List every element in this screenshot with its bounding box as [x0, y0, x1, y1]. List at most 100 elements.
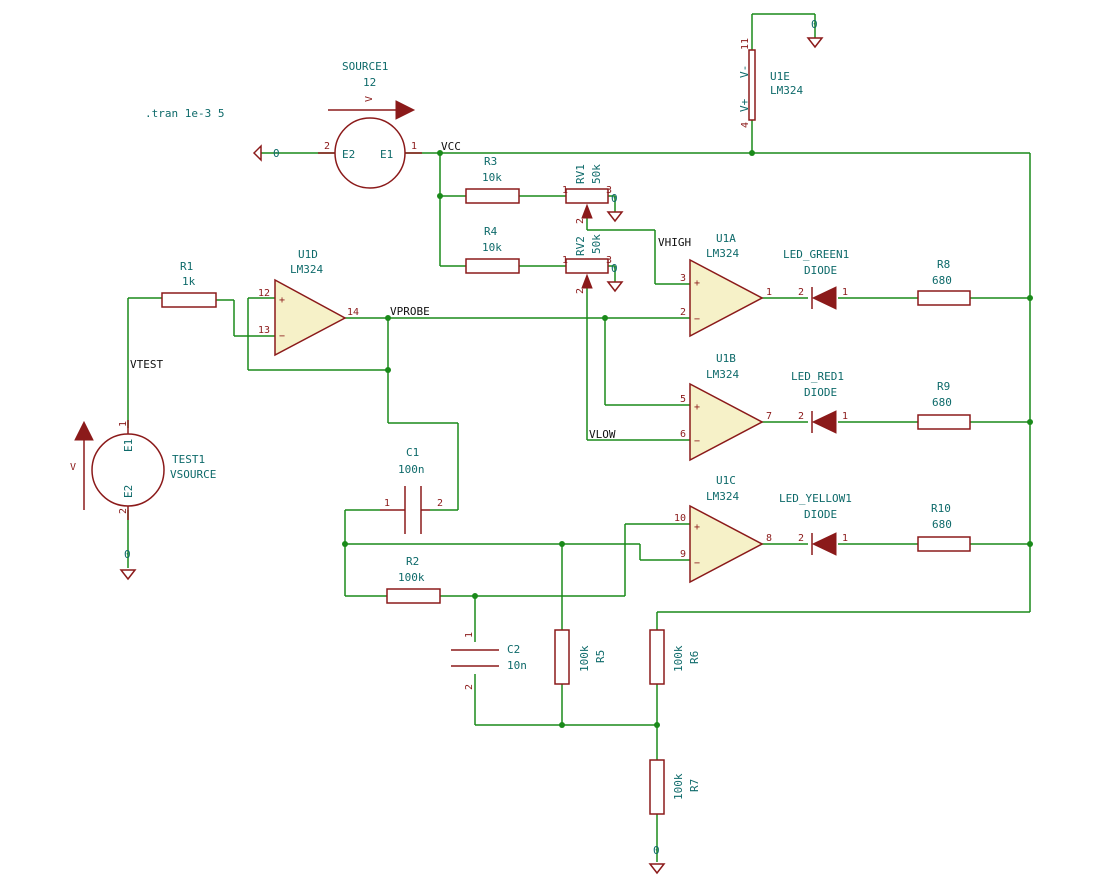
ground-label: 0: [273, 147, 280, 160]
u1e-power[interactable]: V+ V- 4 11 U1E LM324: [738, 38, 803, 128]
r7-ref: R7: [688, 779, 701, 792]
ground-test1: 0: [119, 548, 137, 581]
svg-text:6: 6: [680, 429, 686, 440]
svg-text:2: 2: [575, 218, 586, 224]
ground-label: 0: [611, 192, 618, 205]
svg-text:5: 5: [680, 394, 686, 405]
tran-directive: .tran 1e-3 5: [145, 107, 224, 120]
resistor-r1[interactable]: R1 1k: [161, 260, 217, 308]
source1-value: 12: [363, 76, 376, 89]
svg-text:7: 7: [766, 411, 772, 422]
resistor-r9[interactable]: R9 680: [917, 380, 971, 430]
r3-ref: R3: [484, 155, 497, 168]
svg-text:2: 2: [575, 288, 586, 294]
r3-value: 10k: [482, 171, 502, 184]
diode-icon: [811, 532, 837, 556]
svg-text:1: 1: [562, 255, 568, 266]
r8-value: 680: [932, 274, 952, 287]
diode-icon: [811, 286, 837, 310]
svg-text:2: 2: [118, 508, 129, 514]
led-yellow-value: DIODE: [804, 508, 837, 521]
svg-text:V: V: [364, 96, 375, 102]
svg-text:2: 2: [798, 411, 804, 422]
svg-text:−: −: [694, 558, 700, 569]
led-yellow[interactable]: 2 1 LED_YELLOW1 DIODE: [779, 492, 852, 556]
net-label-vhigh: VHIGH: [658, 236, 691, 249]
resistor-r8[interactable]: R8 680: [917, 258, 971, 306]
r9-value: 680: [932, 396, 952, 409]
svg-text:2: 2: [437, 498, 443, 509]
led-yellow-ref: LED_YELLOW1: [779, 492, 852, 505]
ground-label: 0: [124, 548, 131, 561]
r10-ref: R10: [931, 502, 951, 515]
svg-text:+: +: [694, 402, 700, 413]
u1b-ref: U1B: [716, 352, 736, 365]
svg-text:1: 1: [411, 141, 417, 152]
source1-arrow-icon: [395, 100, 416, 120]
u1e-vminus-label: V-: [738, 65, 751, 78]
ground-r7: 0: [648, 844, 666, 875]
capacitor-c1[interactable]: 1 2 C1 100n: [380, 446, 443, 534]
r5-value: 100k: [578, 645, 591, 672]
opamp-u1b[interactable]: + − 5 6 7 U1B LM324: [680, 352, 772, 462]
opamp-u1d[interactable]: + − 12 13 14 U1D LM324: [258, 248, 359, 357]
resistor-r3[interactable]: R3 10k: [465, 155, 520, 204]
led-red[interactable]: 2 1 LED_RED1 DIODE: [791, 370, 848, 434]
resistor-r7[interactable]: 100k R7: [649, 759, 701, 815]
c2-ref: C2: [507, 643, 520, 656]
u1a-ref: U1A: [716, 232, 736, 245]
svg-text:4: 4: [740, 122, 751, 128]
u1b-value: LM324: [706, 368, 739, 381]
opamp-u1c[interactable]: + − 10 9 8 U1C LM324: [674, 474, 772, 584]
u1d-value: LM324: [290, 263, 323, 276]
resistor-r2[interactable]: R2 100k: [386, 555, 441, 604]
ground-source1: 0: [252, 144, 280, 162]
ground-u1e: 0: [806, 18, 824, 49]
diode-icon: [811, 410, 837, 434]
c1-value: 100n: [398, 463, 425, 476]
led-green[interactable]: 2 1 LED_GREEN1 DIODE: [783, 248, 849, 310]
net-label-vlow: VLOW: [589, 428, 616, 441]
test1-ref: TEST1: [172, 453, 205, 466]
r4-value: 10k: [482, 241, 502, 254]
resistor-r10[interactable]: R10 680: [917, 502, 971, 552]
potentiometer-rv1[interactable]: 1 3 2 RV1 50k: [562, 164, 612, 224]
opamp-u1a[interactable]: + − 3 2 1 U1A LM324: [680, 232, 772, 338]
svg-text:1: 1: [118, 421, 129, 427]
u1d-ref: U1D: [298, 248, 318, 261]
test1-source[interactable]: E1 E2 1 2 V TEST1 VSOURCE: [70, 420, 216, 520]
rv1-value: 50k: [590, 164, 603, 184]
net-label-vtest: VTEST: [130, 358, 163, 371]
svg-text:−: −: [279, 331, 285, 342]
svg-text:14: 14: [347, 307, 359, 318]
source1-pin-left: E2: [342, 148, 355, 161]
u1c-value: LM324: [706, 490, 739, 503]
potentiometer-rv2[interactable]: 1 3 2 RV2 50k: [562, 234, 612, 294]
svg-text:+: +: [694, 278, 700, 289]
u1e-ref: U1E: [770, 70, 790, 83]
svg-text:1: 1: [766, 287, 772, 298]
svg-text:1: 1: [562, 185, 568, 196]
rv1-wiper-icon: [581, 203, 593, 219]
svg-text:3: 3: [606, 255, 612, 266]
svg-text:2: 2: [798, 533, 804, 544]
source1[interactable]: E2 E1 2 1 V SOURCE1 12: [318, 60, 422, 189]
resistor-r4[interactable]: R4 10k: [465, 225, 520, 274]
c2-value: 10n: [507, 659, 527, 672]
ground-rv1: 0: [606, 192, 624, 223]
capacitor-c2[interactable]: 1 2 C2 10n: [451, 632, 527, 690]
r7-value: 100k: [672, 773, 685, 800]
svg-text:1: 1: [384, 498, 390, 509]
ground-rv2: 0: [606, 262, 624, 293]
led-red-ref: LED_RED1: [791, 370, 844, 383]
resistor-r5[interactable]: 100k R5: [554, 629, 607, 685]
svg-text:2: 2: [680, 307, 686, 318]
svg-text:2: 2: [464, 684, 475, 690]
svg-text:+: +: [694, 522, 700, 533]
rv2-value: 50k: [590, 234, 603, 254]
u1a-value: LM324: [706, 247, 739, 260]
svg-text:1: 1: [842, 533, 848, 544]
resistor-r6[interactable]: 100k R6: [649, 629, 701, 685]
svg-text:V: V: [70, 462, 76, 473]
